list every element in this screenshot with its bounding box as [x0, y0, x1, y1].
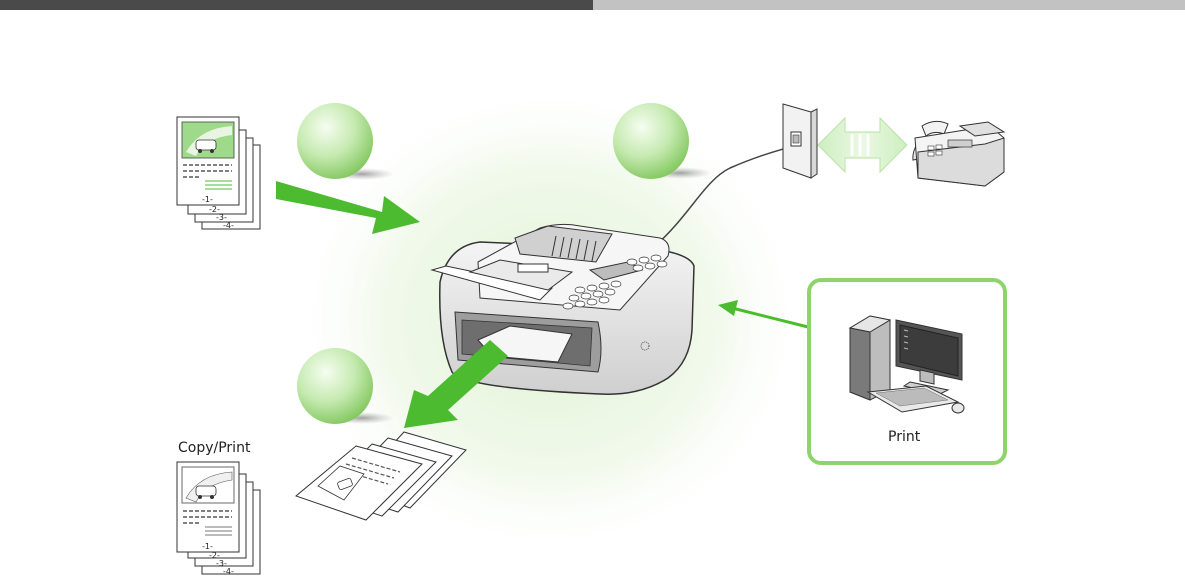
output-document-stack-icon [294, 431, 467, 521]
computer-icon [848, 315, 965, 414]
remote-fax-machine-icon [912, 120, 1006, 187]
page-number-3: -3- [216, 213, 227, 222]
page-number-2: -2- [209, 205, 220, 214]
output-arrow [404, 340, 508, 428]
page-number-2: -2- [209, 551, 220, 560]
phone-cable [654, 144, 798, 247]
step-ball-2 [613, 103, 689, 179]
copy-print-label: Copy/Print [178, 440, 251, 456]
telephone-wall-jack-icon [782, 103, 818, 179]
page-number-1: -1- [202, 542, 213, 551]
fax-transmission-double-arrow [817, 116, 908, 174]
page-number-3: -3- [216, 559, 227, 568]
page-number-4: -4- [223, 221, 234, 230]
step-ball-3 [297, 348, 373, 424]
pc-print-label: Print [888, 429, 921, 445]
copy-print-document-stack-icon [176, 461, 261, 575]
original-document-stack-icon [176, 116, 261, 230]
header-bar-light [593, 0, 1185, 10]
step-ball-1 [297, 103, 373, 179]
header-bar-dark [0, 0, 593, 10]
page-number-1: -1- [202, 195, 213, 204]
page-number-4: -4- [223, 567, 234, 576]
input-arrow [276, 181, 420, 234]
